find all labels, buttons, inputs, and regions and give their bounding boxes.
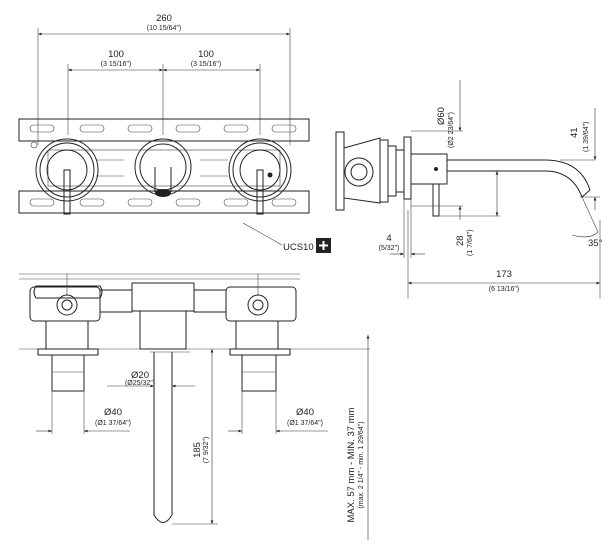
front-view: Ø20 (Ø25/32") Ø40 (Ø1 37/64") Ø40 (Ø1 37… [19, 273, 370, 540]
flange-diameter-mm: Ø60 [436, 107, 447, 125]
spout-outlet [134, 138, 192, 197]
lever-drop-dimension: 28 (1 7/64") [440, 171, 500, 256]
outlet-height-dimension: 41 (1 39/64") [560, 108, 600, 210]
side-spout [447, 159, 591, 198]
projection-in: (6 13/16") [489, 286, 520, 293]
ucs10-callout: UCS10 [242, 222, 331, 253]
spout-diameter-dimension: Ø20 (Ø25/32") [107, 370, 195, 388]
projection-mm: 173 [496, 269, 512, 280]
front-valve-body [29, 274, 297, 350]
left-spacing-in: (3 15/16") [101, 61, 132, 68]
left-body-diameter-mm: Ø40 [104, 407, 122, 418]
flange-depth-mm: 4 [386, 233, 391, 244]
outlet-angle-label: 35° [588, 238, 603, 249]
right-spacing-mm: 100 [198, 49, 214, 60]
top-view: 260 (10 15/64") 100 (3 15/16") 100 (3 15… [18, 13, 331, 253]
left-body-diameter-in: (Ø1 37/64") [95, 420, 131, 427]
outlet-angle: 35° [571, 196, 603, 249]
overall-width-mm: 260 [156, 13, 172, 24]
spout-diameter-in: (Ø25/32") [125, 380, 155, 387]
front-spout-pipe [150, 351, 190, 523]
wall-depth-in: (max. 2 1/4" - min. 1 29/64") [358, 421, 365, 508]
left-cartridge [37, 348, 99, 434]
outlet-height-mm: 41 [569, 127, 580, 138]
right-spacing-in: (3 15/16") [191, 61, 222, 68]
right-handle [228, 138, 292, 215]
left-spacing-mm: 100 [108, 49, 124, 60]
lever-drop-mm: 28 [455, 235, 466, 246]
right-body-diameter-mm: Ø40 [296, 407, 314, 418]
mounting-rails [18, 118, 310, 214]
outlet-height-in: (1 39/64") [583, 121, 590, 152]
flange-depth-in: (5/32") [379, 245, 400, 252]
flange-depth-dimension: 4 (5/32") [379, 199, 425, 258]
right-cartridge [229, 348, 291, 434]
ucs10-label: UCS10 [283, 242, 314, 253]
wall-depth-mm: MAX. 57 mm - MIN. 37 mm [346, 407, 357, 522]
projection-dimension: 173 (6 13/16") [407, 210, 601, 298]
flange-diameter-in: (Ø2 23/64") [448, 112, 455, 148]
side-view: Ø60 (Ø2 23/64") 41 (1 39/64") 28 (1 7/64… [335, 80, 603, 298]
wall-depth-dimension: MAX. 57 mm - MIN. 37 mm (max. 2 1/4" - m… [346, 335, 370, 540]
spout-diameter-mm: Ø20 [131, 370, 149, 381]
lever-drop-in: (1 7/64") [467, 229, 474, 256]
spout-length-mm: 185 [192, 442, 203, 458]
flange-diameter-dimension: Ø60 (Ø2 23/64") [411, 80, 463, 220]
left-handle [35, 138, 99, 215]
right-body-diameter-dimension: Ø40 (Ø1 37/64") [228, 407, 328, 433]
right-body-diameter-in: (Ø1 37/64") [287, 420, 323, 427]
overall-width-in: (10 15/64") [147, 25, 181, 32]
side-flange [403, 136, 448, 217]
left-body-diameter-dimension: Ø40 (Ø1 37/64") [36, 407, 131, 433]
spout-length-dimension: 185 (7 9/32") [172, 349, 218, 525]
overall-width-dimension: 260 (10 15/64") [37, 13, 291, 145]
side-body [335, 131, 405, 211]
handle-spacing-dimensions: 100 (3 15/16") 100 (3 15/16") [67, 49, 261, 135]
spout-length-in: (7 9/32") [203, 437, 210, 464]
